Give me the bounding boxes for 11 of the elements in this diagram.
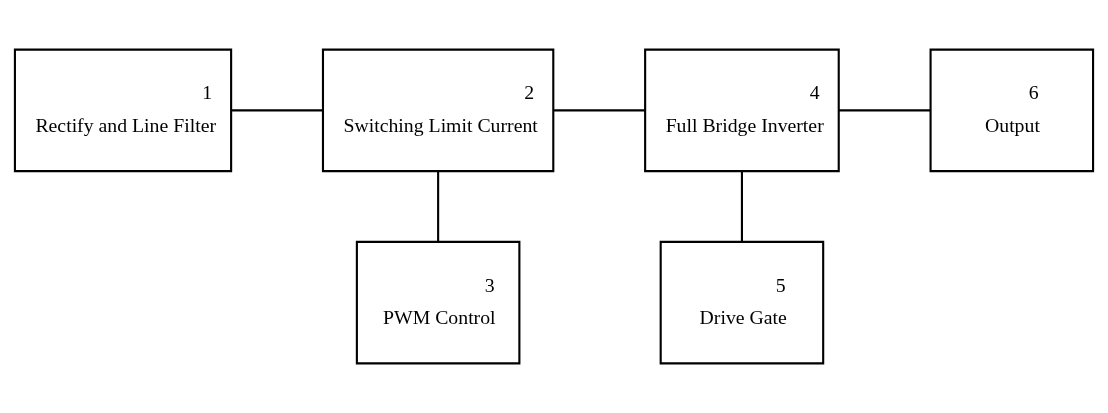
node-box: 4 Full Bridge Inverter	[644, 48, 840, 173]
connector	[437, 171, 440, 242]
node-box: 6 Output	[929, 48, 1095, 173]
node-box: 5 Drive Gate	[659, 240, 825, 365]
node-box: 1 Rectify and Line Filter	[13, 48, 233, 173]
node-box: 3 PWM Control	[355, 240, 521, 365]
node-box: 2 Switching Limit Current	[321, 48, 555, 173]
connector	[839, 109, 931, 112]
connector	[553, 109, 646, 112]
connector	[740, 171, 743, 242]
connector	[231, 109, 323, 112]
